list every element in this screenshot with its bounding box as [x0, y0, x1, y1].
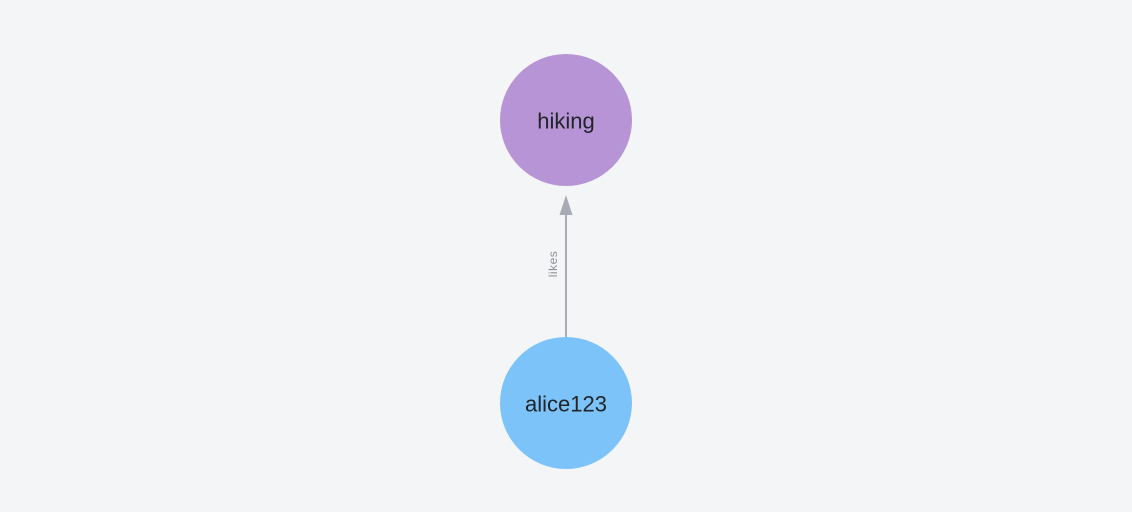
- edge-label: likes: [546, 251, 560, 278]
- node-alice123[interactable]: alice123: [500, 337, 632, 469]
- node-circle-hiking[interactable]: [500, 54, 632, 186]
- node-label-hiking: hiking: [537, 109, 594, 134]
- edge-arrowhead-icon: [559, 195, 573, 215]
- node-hiking[interactable]: hiking: [500, 54, 632, 186]
- node-label-alice123: alice123: [525, 392, 607, 417]
- node-circle-alice123[interactable]: [500, 337, 632, 469]
- edge-likes[interactable]: likes: [546, 195, 573, 337]
